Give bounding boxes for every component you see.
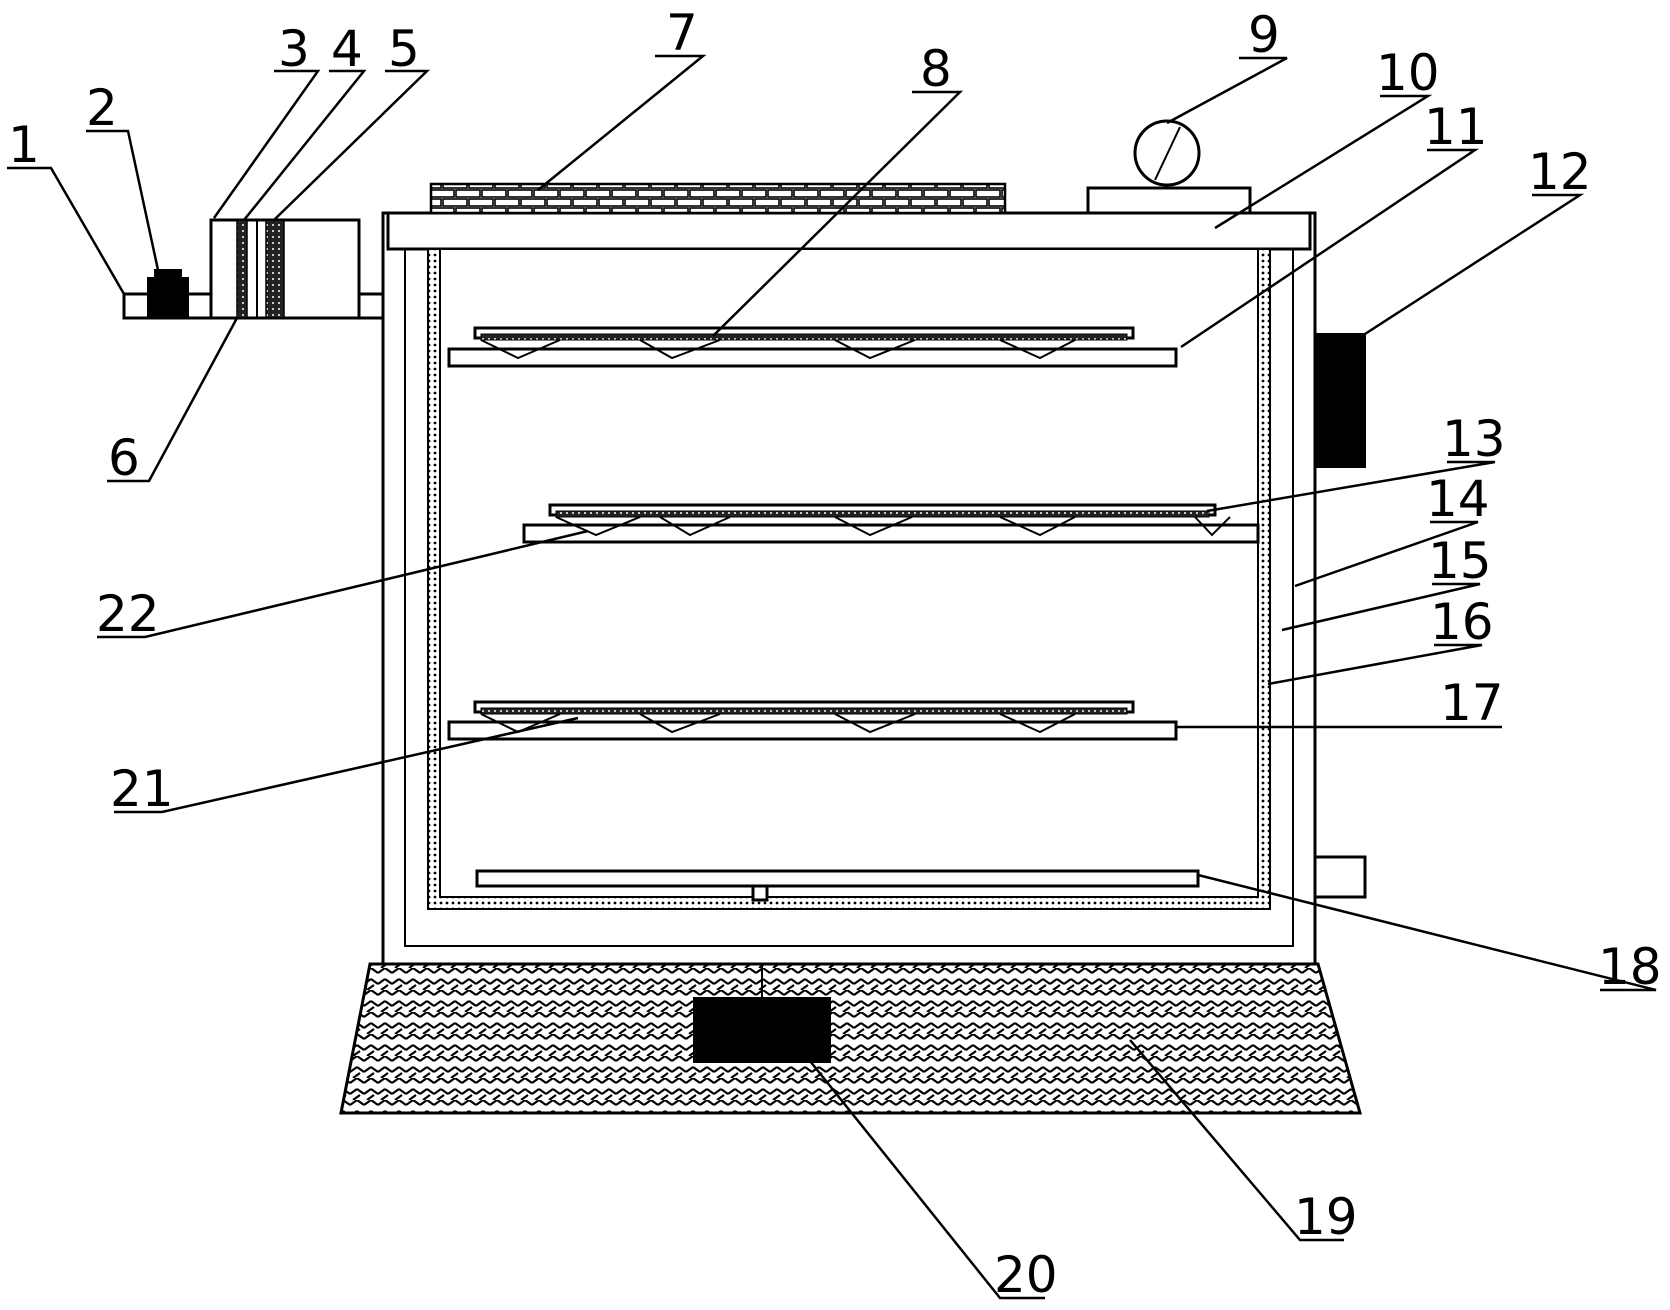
callout-6: 6 (108, 429, 140, 487)
callout-5: 5 (388, 20, 420, 78)
leader-lines (7, 54, 1657, 1300)
side-box-12 (1314, 333, 1366, 468)
callout-19: 19 (1294, 1188, 1358, 1246)
callout-11: 11 (1424, 98, 1488, 156)
callout-20: 20 (994, 1246, 1058, 1304)
gauge-needle (1154, 126, 1181, 181)
callout-7: 7 (666, 4, 698, 62)
motor-block (693, 997, 831, 1063)
callout-22: 22 (96, 585, 160, 643)
callout-13: 13 (1442, 410, 1506, 468)
callout-2: 2 (86, 79, 118, 137)
callout-10: 10 (1376, 44, 1440, 102)
filter-4 (236, 219, 248, 319)
callout-4: 4 (331, 20, 363, 78)
callout-17: 17 (1440, 674, 1504, 732)
tray-lower (447, 700, 1178, 741)
filter-housing (209, 218, 361, 320)
callout-21: 21 (110, 760, 174, 818)
callout-14: 14 (1426, 470, 1490, 528)
gauge-mount (1086, 186, 1252, 215)
callout-labels: 1 2 3 4 5 6 7 8 9 10 11 12 13 14 15 16 1… (8, 4, 1662, 1304)
pump-2 (147, 277, 189, 319)
callout-16: 16 (1430, 593, 1494, 651)
callout-15: 15 (1428, 532, 1492, 590)
top-panel-7 (429, 182, 1007, 215)
pump-2-handle (154, 269, 182, 281)
callout-1: 1 (8, 116, 40, 174)
outlet-pipe (1313, 855, 1367, 899)
callout-8: 8 (920, 40, 952, 98)
callout-3: 3 (278, 20, 310, 78)
base-hatched (339, 962, 1362, 1115)
rotating-plate-18 (475, 869, 1200, 902)
filter-5 (265, 219, 285, 319)
callout-9: 9 (1248, 6, 1280, 64)
callout-12: 12 (1528, 143, 1592, 201)
tray-middle (522, 503, 1260, 544)
top-cover-plate (386, 211, 1312, 251)
callout-18: 18 (1598, 938, 1662, 996)
tray-upper (447, 326, 1178, 368)
